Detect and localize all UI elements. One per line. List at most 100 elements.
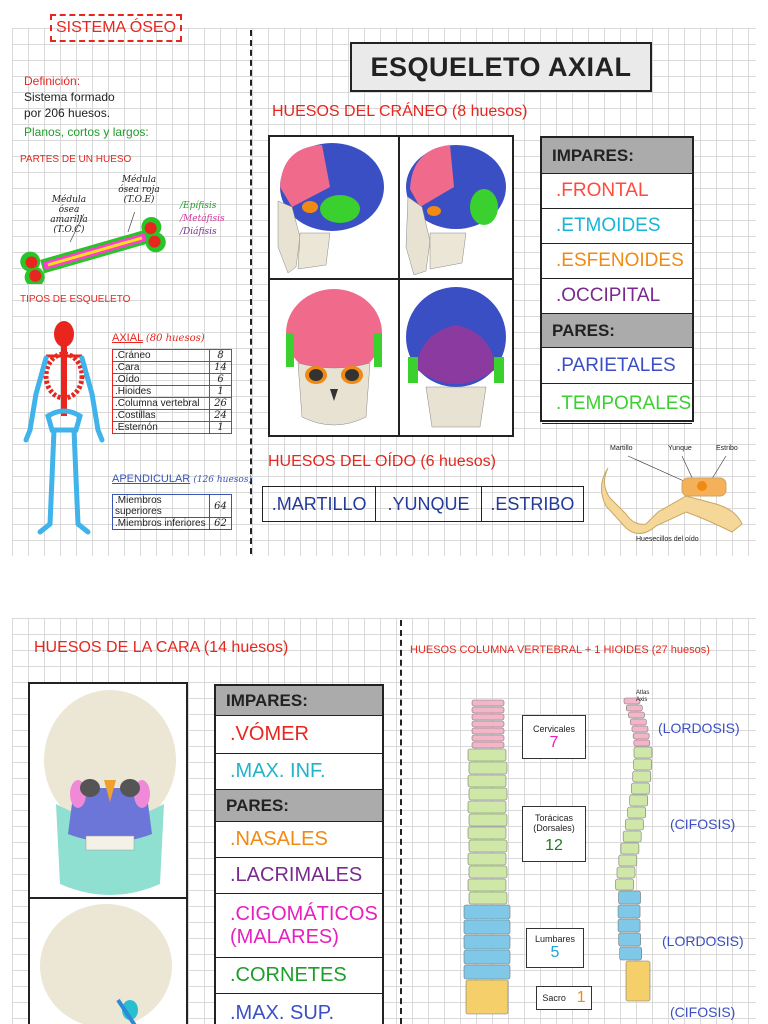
thoracic-vertebra — [468, 865, 508, 879]
cervical-vertebra-side — [632, 732, 650, 740]
diafisis-label: /Diáfisis — [180, 227, 217, 237]
lumbar-vertebra-side — [617, 904, 641, 919]
axial-item-name: .Costillas — [112, 409, 210, 422]
axial-item-count: 24 — [209, 409, 232, 422]
lumbares-box: Lumbares 5 — [526, 928, 584, 968]
thoracic-vertebra-side — [631, 782, 650, 795]
metafisis-label: /Metáfisis — [180, 214, 225, 224]
cara-par-bone: .MAX. SUP. — [216, 994, 382, 1024]
thoracic-vertebra — [467, 826, 507, 840]
sistema-oseo-title: SISTEMA ÓSEO — [50, 14, 182, 42]
sacro-label: Sacro — [542, 993, 566, 1003]
apendicular-item-name: .Miembros superiores — [112, 494, 210, 518]
apendicular-label: APENDICULAR — [112, 473, 191, 485]
craneo-bones-table: IMPARES: .FRONTAL.ETMOIDES.ESFENOIDES.OC… — [540, 136, 694, 424]
partes-hueso-label: PARTES DE UN HUESO — [20, 154, 132, 165]
toracicas-label-2: (Dorsales) — [533, 823, 575, 833]
oido-bones-row: .MARTILLO .YUNQUE .ESTRIBO — [262, 486, 584, 522]
cara-par-bone: .NASALES — [216, 822, 382, 858]
toracicas-value: 12 — [545, 837, 563, 854]
cara-impar-bone: .MAX. INF. — [216, 754, 382, 790]
oido-section-title: HUESOS DEL OÍDO (6 huesos) — [268, 453, 496, 470]
thoracic-vertebra — [468, 787, 508, 801]
skeleton-figure — [23, 321, 105, 535]
skull-illustrations — [270, 137, 512, 435]
definition-label: Definición: — [24, 74, 81, 88]
cervicales-value: 7 — [549, 734, 559, 751]
skull-lateral-right — [405, 145, 506, 276]
atlas-label: Atlas — [636, 690, 650, 696]
cervicales-label: Cervicales — [532, 724, 575, 734]
long-bone-diagram — [20, 212, 166, 284]
thoracic-vertebra-side — [627, 806, 646, 819]
face-skull-front — [44, 690, 176, 895]
curve-cifosis-toracica: (CIFOSIS) — [670, 816, 736, 832]
thoracic-vertebra-side — [633, 758, 652, 771]
toracicas-box: Torácicas (Dorsales) 12 — [522, 806, 586, 862]
medula-roja-label: Médula ósea roja(T.O.E) — [118, 175, 160, 205]
thoracic-vertebra-side — [629, 794, 649, 807]
axial-item-name: .Esternón — [112, 421, 210, 434]
thoracic-vertebra-side — [633, 746, 653, 759]
apendicular-heading: APENDICULAR (126 huesos) — [112, 473, 252, 485]
thoracic-vertebra-side — [615, 878, 634, 891]
cervical-vertebra — [471, 734, 505, 742]
lumbar-vertebra-side — [618, 890, 641, 905]
ear-caption: Huesecillos del oído — [636, 536, 699, 543]
cara-impar-bone: .VÓMER — [216, 716, 382, 754]
cara-par-bone: .LACRIMALES — [216, 858, 382, 894]
axial-item-count: 1 — [209, 421, 232, 434]
axis-label: Axis — [636, 697, 648, 703]
axial-item-count: 26 — [209, 397, 232, 410]
martillo-cell: .MARTILLO — [263, 487, 377, 521]
lumbar-vertebra — [463, 904, 511, 920]
skull-image-grid — [268, 135, 514, 437]
ear-ossicles-illustration: Martillo Yunque Estribo Huesecillos del … — [598, 440, 748, 550]
craneo-impar-bone: .ESFENOIDES — [542, 244, 692, 279]
cervical-vertebra — [471, 727, 505, 735]
face-skull-illustrations — [30, 690, 186, 1024]
craneo-impar-bone: .ETMOIDES — [542, 209, 692, 244]
ossicles-drawing — [601, 455, 743, 534]
cara-impares-header: IMPARES: — [216, 686, 382, 716]
craneo-impar-bone: .FRONTAL — [542, 174, 692, 209]
columna-section-title: HUESOS COLUMNA VERTEBRAL + 1 HIOIDES (27… — [410, 644, 710, 656]
impares-header: IMPARES: — [542, 138, 692, 174]
sacro-box: Sacro 1 — [536, 986, 592, 1010]
skull-lateral-left — [277, 143, 384, 274]
face-skull-images — [28, 682, 188, 1024]
definition-line-2: por 206 huesos. — [24, 106, 111, 120]
axial-item-name: .Oído — [112, 373, 210, 386]
cervical-vertebra — [471, 699, 505, 707]
estribo-caption: Estribo — [716, 445, 738, 452]
thoracic-vertebra-side — [622, 830, 642, 843]
skull-frontal — [286, 289, 382, 426]
apendicular-count: (126 huesos) — [193, 475, 252, 485]
thoracic-vertebra-side — [618, 854, 638, 867]
lumbares-value: 5 — [550, 944, 560, 961]
cervical-vertebra — [471, 713, 505, 721]
axial-item-count: 6 — [209, 373, 232, 386]
cara-section-title: HUESOS DE LA CARA (14 huesos) — [34, 638, 288, 658]
apendicular-item-name: .Miembros inferiores — [112, 517, 210, 530]
planos-text: Planos, cortos y largos: — [24, 125, 149, 139]
thoracic-vertebra — [468, 761, 508, 775]
axial-item-count: 1 — [209, 385, 232, 398]
lumbar-vertebra — [463, 964, 511, 980]
thoracic-vertebra — [467, 852, 507, 866]
axial-item-name: .Columna vertebral — [112, 397, 210, 410]
craneo-impar-bone: .OCCIPITAL — [542, 279, 692, 314]
craneo-par-bone: .TEMPORALES — [542, 384, 692, 424]
curve-cifosis-sacra: (CIFOSIS) — [670, 1004, 736, 1020]
cervical-vertebra-side — [628, 711, 645, 719]
cervical-vertebra-side — [630, 718, 647, 726]
